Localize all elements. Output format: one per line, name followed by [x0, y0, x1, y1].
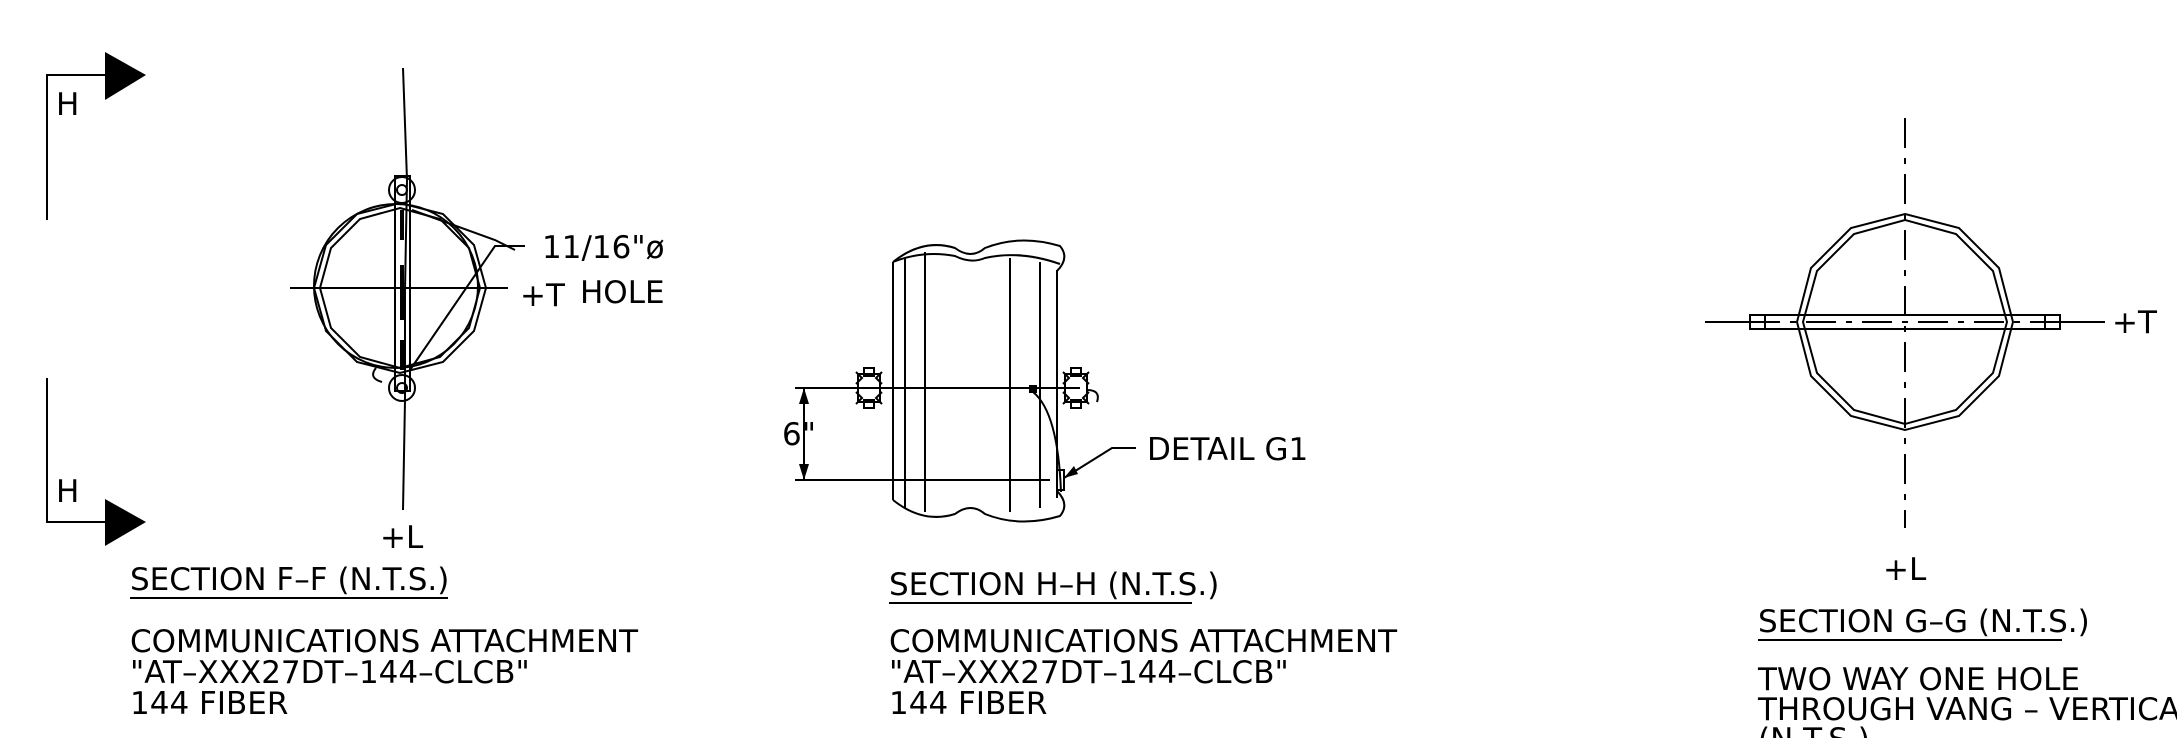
marker-bottom-label: H — [56, 474, 79, 510]
cable-drop — [1032, 391, 1062, 493]
spool-right — [1062, 367, 1099, 409]
section-hh-desc-line1: COMMUNICATIONS ATTACHMENT — [889, 624, 1398, 660]
section-marker-bottom: H — [46, 378, 146, 546]
hole-dimension: 11/16"ø — [542, 230, 665, 266]
section-gg-desc-line3: (N.T.S.) — [1758, 722, 1870, 738]
l-axis-label: +L — [380, 520, 424, 556]
spacing-dimension: 6" — [782, 417, 816, 453]
detail-leader — [1063, 447, 1136, 479]
section-ff-title: SECTION F–F (N.T.S.) — [130, 562, 449, 598]
section-ff-desc-line1: COMMUNICATIONS ATTACHMENT — [130, 624, 639, 660]
section-ff-view: H H 11/16"ø — [46, 52, 665, 722]
gg-l-axis-label: +L — [1883, 552, 1927, 588]
section-hh-view: 6" DETAIL G1 SECTION H–H (N.T.S.) COMMUN… — [782, 239, 1398, 722]
section-ff-desc-line2: "AT–XXX27DT–144–CLCB" — [130, 655, 530, 691]
section-gg-view: +T +L SECTION G–G (N.T.S.) TWO WAY ONE H… — [1705, 118, 2177, 738]
section-ff-desc-line3: 144 FIBER — [130, 686, 288, 722]
section-gg-desc-line2: THROUGH VANG – VERTICAL — [1757, 692, 2177, 728]
section-gg-title: SECTION G–G (N.T.S.) — [1758, 604, 2090, 640]
detail-label: DETAIL G1 — [1147, 432, 1308, 468]
hole-leader — [411, 209, 516, 251]
t-axis-label: +T — [520, 278, 566, 314]
section-marker-top: H — [46, 52, 146, 220]
marker-top-label: H — [56, 87, 79, 123]
section-hh-desc-line3: 144 FIBER — [889, 686, 1047, 722]
l-axis-line — [402, 67, 409, 511]
section-gg-desc-line1: TWO WAY ONE HOLE — [1757, 662, 2080, 698]
through-bolt — [372, 175, 416, 402]
section-hh-desc-line2: "AT–XXX27DT–144–CLCB" — [889, 655, 1289, 691]
pole-elevation — [892, 239, 1066, 523]
gg-t-axis-label: +T — [2112, 305, 2158, 341]
hole-label: HOLE — [580, 275, 665, 311]
spool-left — [855, 367, 883, 409]
hole-leader-2 — [409, 245, 525, 371]
section-hh-title: SECTION H–H (N.T.S.) — [889, 567, 1219, 603]
